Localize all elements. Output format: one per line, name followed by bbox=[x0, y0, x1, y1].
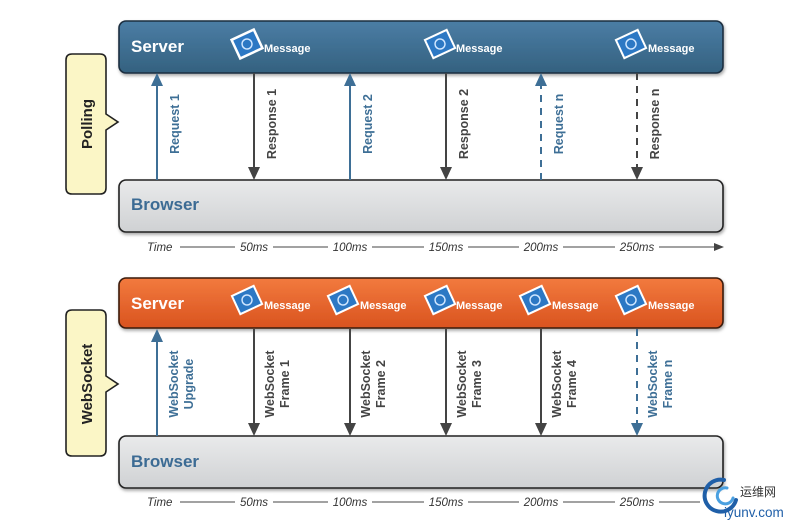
arrow-label-line-1: WebSocket bbox=[263, 350, 277, 418]
websocket-arrow-upgrade: WebSocket Upgrade bbox=[151, 329, 196, 436]
websocket-arrow-frame-1: WebSocket Frame 1 bbox=[248, 329, 292, 436]
envelope-icon bbox=[518, 284, 552, 316]
message-label: Message bbox=[552, 300, 598, 312]
websocket-message-4: Message bbox=[518, 284, 598, 316]
websocket-server-label: Server bbox=[131, 294, 184, 313]
envelope-icon bbox=[326, 284, 360, 316]
timeline-label: Time bbox=[147, 497, 172, 509]
websocket-message-2: Message bbox=[326, 284, 406, 316]
timeline-tick: 100ms bbox=[333, 497, 368, 509]
envelope-icon bbox=[423, 28, 457, 60]
timeline-tick: 200ms bbox=[523, 242, 559, 254]
arrow-label: Request 2 bbox=[361, 94, 375, 154]
arrow-label-line-1: WebSocket bbox=[646, 350, 660, 418]
timeline-tick: 150ms bbox=[429, 497, 464, 509]
arrow-label-line-1: WebSocket bbox=[167, 350, 181, 418]
websocket-server-bar: Server bbox=[118, 277, 724, 329]
timeline-tick: 100ms bbox=[333, 242, 368, 254]
arrow-label-line-1: WebSocket bbox=[455, 350, 469, 418]
polling-side-label: Polling bbox=[79, 99, 96, 149]
polling-message-3: Message bbox=[614, 28, 694, 60]
polling-arrow-response-2: Response 2 bbox=[440, 73, 471, 180]
arrow-label-line-2: Frame 4 bbox=[565, 360, 579, 408]
watermark-cn: 运维网 bbox=[740, 485, 776, 499]
watermark: 运维网 iyunv.com bbox=[702, 477, 784, 520]
arrow-label-line-2: Frame n bbox=[661, 360, 675, 409]
arrow-label: Request n bbox=[552, 94, 566, 154]
watermark-logo-icon bbox=[702, 477, 738, 514]
message-label: Message bbox=[456, 300, 502, 312]
arrow-label: Request 1 bbox=[168, 94, 182, 154]
message-label: Message bbox=[648, 300, 694, 312]
timeline-tick: 200ms bbox=[523, 497, 559, 509]
timeline-label: Time bbox=[147, 242, 172, 254]
message-label: Message bbox=[648, 43, 694, 55]
envelope-icon bbox=[229, 27, 265, 61]
websocket-arrow-frame-2: WebSocket Frame 2 bbox=[344, 329, 388, 436]
arrow-label: Response n bbox=[648, 89, 662, 160]
message-label: Message bbox=[264, 300, 310, 312]
polling-server-label: Server bbox=[131, 37, 184, 56]
envelope-icon bbox=[614, 284, 648, 316]
arrow-label: Response 1 bbox=[265, 89, 279, 159]
message-label: Message bbox=[360, 300, 406, 312]
polling-server-bar: Server bbox=[118, 20, 724, 74]
timeline-tick: 250ms bbox=[619, 242, 655, 254]
websocket-side-label: WebSocket bbox=[79, 344, 96, 425]
arrow-label-line-1: WebSocket bbox=[359, 350, 373, 418]
polling-arrow-request-2: Request 2 bbox=[344, 73, 375, 180]
websocket-message-3: Message bbox=[423, 284, 502, 316]
polling-arrow-request-1: Request 1 bbox=[151, 73, 182, 180]
arrow-label-line-2: Frame 1 bbox=[278, 360, 292, 408]
envelope-icon bbox=[423, 284, 457, 316]
arrow-label-line-2: Upgrade bbox=[182, 359, 196, 410]
arrow-label-line-2: Frame 2 bbox=[374, 360, 388, 408]
websocket-message-1: Message bbox=[230, 284, 310, 316]
websocket-arrow-frame-3: WebSocket Frame 3 bbox=[440, 329, 484, 436]
websocket-message-5: Message bbox=[614, 284, 694, 316]
polling-browser-bar: Browser bbox=[118, 179, 724, 233]
timeline-tick: 150ms bbox=[429, 242, 464, 254]
websocket-timeline: Time 50ms 100ms 150ms 200ms 250ms bbox=[143, 494, 700, 509]
websocket-browser-label: Browser bbox=[131, 452, 199, 471]
polling-callout: Polling bbox=[65, 53, 120, 195]
timeline-tick: 50ms bbox=[240, 242, 268, 254]
arrow-label: Response 2 bbox=[457, 89, 471, 159]
arrow-label-line-2: Frame 3 bbox=[470, 360, 484, 408]
polling-message-1: Message bbox=[229, 27, 310, 61]
message-label: Message bbox=[264, 43, 310, 55]
envelope-icon bbox=[614, 28, 648, 60]
polling-arrow-response-1: Response 1 bbox=[248, 73, 279, 180]
watermark-url: iyunv.com bbox=[724, 505, 784, 520]
timeline-tick: 50ms bbox=[240, 497, 268, 509]
polling-panel: Polling Server Browser Message bbox=[65, 20, 724, 254]
polling-arrow-response-n: Response n bbox=[631, 73, 662, 180]
envelope-icon bbox=[230, 284, 264, 316]
polling-arrow-request-n: Request n bbox=[535, 73, 566, 180]
polling-message-2: Message bbox=[423, 28, 502, 60]
websocket-browser-bar: Browser bbox=[118, 435, 724, 489]
websocket-callout: WebSocket bbox=[65, 309, 120, 457]
websocket-arrow-frame-4: WebSocket Frame 4 bbox=[535, 329, 579, 436]
polling-timeline: Time 50ms 100ms 150ms 200ms 250ms bbox=[143, 239, 724, 254]
polling-browser-label: Browser bbox=[131, 195, 199, 214]
arrow-label-line-1: WebSocket bbox=[550, 350, 564, 418]
timeline-tick: 250ms bbox=[619, 497, 655, 509]
websocket-panel: WebSocket Server Browser Message bbox=[65, 277, 724, 509]
websocket-arrow-frame-n: WebSocket Frame n bbox=[631, 329, 675, 436]
message-label: Message bbox=[456, 43, 502, 55]
